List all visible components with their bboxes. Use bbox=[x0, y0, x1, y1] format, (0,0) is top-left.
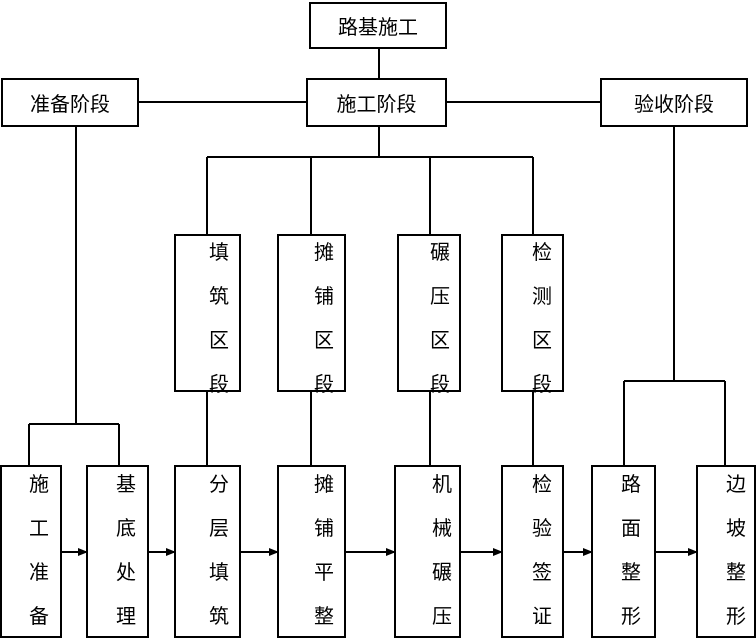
zone-pave-box: 摊铺区段 bbox=[277, 234, 346, 396]
zone-fill-box: 填筑区段 bbox=[174, 234, 241, 396]
step-label-4: 摊铺平整 bbox=[314, 472, 334, 628]
zone-test-label: 检测区段 bbox=[532, 240, 552, 396]
step-box-8: 边坡整形 bbox=[696, 465, 756, 638]
zone-test-box: 检测区段 bbox=[501, 234, 564, 396]
step-box-2: 基底处理 bbox=[86, 465, 149, 638]
root-box: 路基施工 bbox=[309, 2, 447, 49]
step-label-6: 检验签证 bbox=[532, 472, 552, 628]
zone-pave-label: 摊铺区段 bbox=[314, 240, 334, 396]
phase-prep-label: 准备阶段 bbox=[30, 92, 110, 116]
zone-fill-label: 填筑区段 bbox=[209, 240, 229, 396]
phase-prep-box: 准备阶段 bbox=[1, 78, 139, 127]
step-label-7: 路面整形 bbox=[621, 472, 641, 628]
step-label-8: 边坡整形 bbox=[726, 472, 746, 628]
step-box-7: 路面整形 bbox=[591, 465, 656, 638]
phase-accept-label: 验收阶段 bbox=[634, 92, 714, 116]
step-label-3: 分层填筑 bbox=[209, 472, 229, 628]
step-box-1: 施工准备 bbox=[0, 465, 62, 638]
zone-compact-label: 碾压区段 bbox=[430, 240, 450, 396]
step-label-5: 机械碾压 bbox=[432, 472, 452, 628]
step-box-4: 摊铺平整 bbox=[277, 465, 346, 638]
phase-accept-box: 验收阶段 bbox=[600, 78, 748, 127]
phase-construct-box: 施工阶段 bbox=[306, 78, 447, 127]
step-label-1: 施工准备 bbox=[29, 472, 49, 628]
phase-construct-label: 施工阶段 bbox=[336, 92, 417, 116]
step-box-3: 分层填筑 bbox=[174, 465, 241, 638]
root-label: 路基施工 bbox=[338, 15, 418, 39]
step-label-2: 基底处理 bbox=[116, 472, 136, 628]
zone-compact-box: 碾压区段 bbox=[397, 234, 461, 396]
step-box-5: 机械碾压 bbox=[394, 465, 461, 638]
step-box-6: 检验签证 bbox=[501, 465, 564, 638]
